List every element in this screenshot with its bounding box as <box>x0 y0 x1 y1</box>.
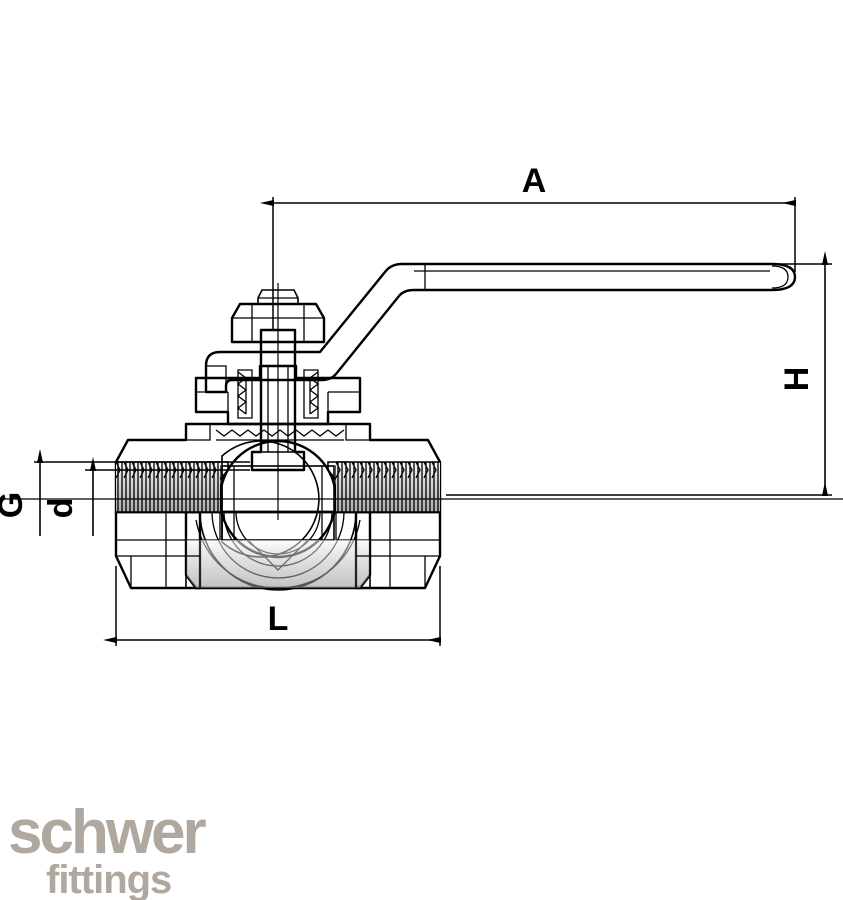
dimension-L: L <box>103 566 441 646</box>
body-bonnet-step-left <box>185 423 211 441</box>
handle-boss <box>205 365 227 393</box>
gland-packing-right <box>303 369 319 419</box>
centerlines <box>4 283 843 520</box>
handle-tip-arc <box>771 265 789 289</box>
logo-brand-text: schwer <box>8 798 207 867</box>
logo-tagline-text: fittings <box>46 858 171 900</box>
body-bonnet-step-right <box>345 423 371 441</box>
body-internal-thread-left <box>215 429 345 441</box>
stem-assembly <box>230 289 326 472</box>
dim-H-label: H <box>778 367 816 392</box>
dim-A-label: A <box>522 162 547 200</box>
dimension-A: A <box>260 162 796 330</box>
dim-d-label: d <box>42 498 80 519</box>
lever-handle <box>204 262 797 394</box>
handle-body <box>204 262 797 394</box>
gland-packing-left <box>237 369 253 419</box>
dimension-G: G <box>0 449 250 536</box>
brand-logo: schwer fittings <box>8 798 210 900</box>
dim-G-label: G <box>0 492 30 518</box>
body-bottom-shade <box>186 540 370 588</box>
dimension-d: d <box>42 457 250 536</box>
dim-L-label: L <box>268 600 289 638</box>
threads-right <box>335 461 440 513</box>
dimension-H: H <box>446 251 832 496</box>
